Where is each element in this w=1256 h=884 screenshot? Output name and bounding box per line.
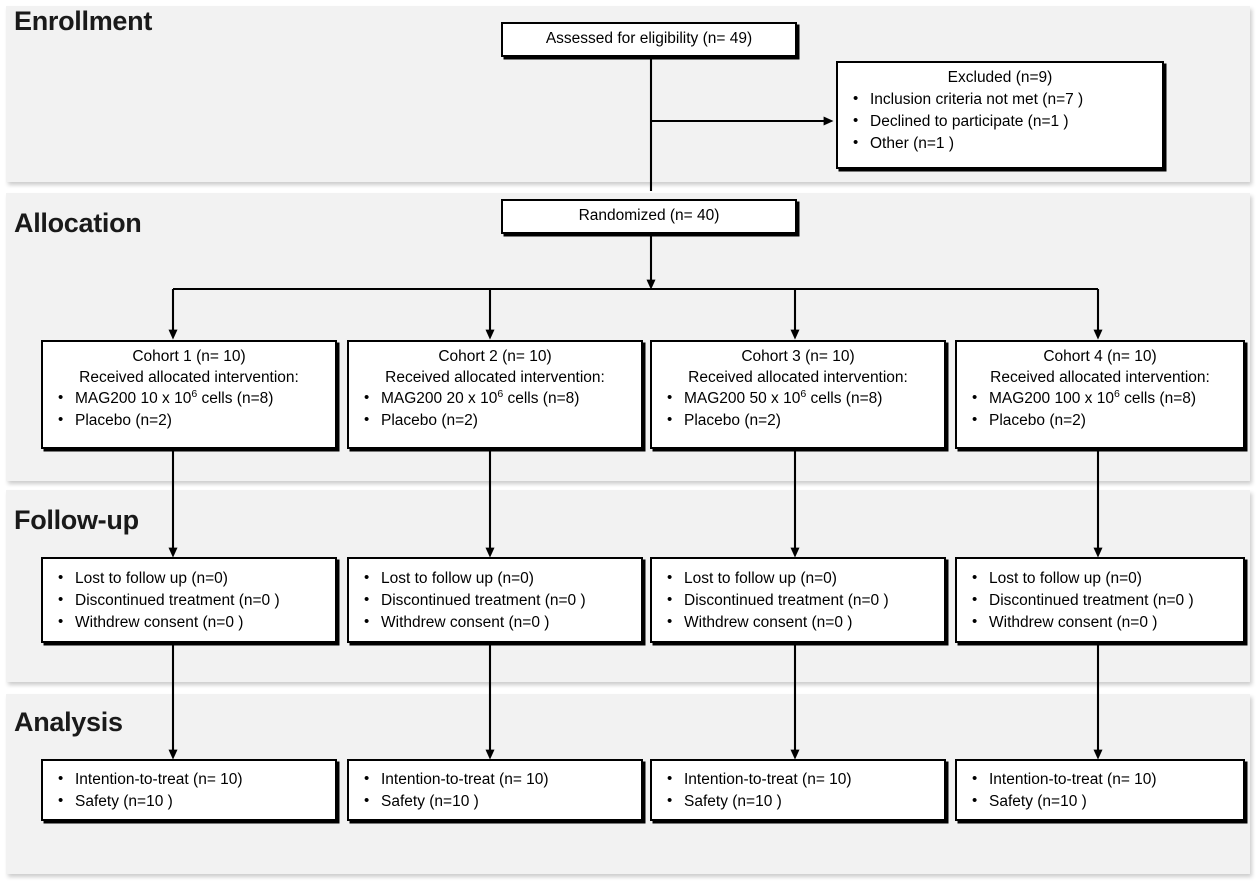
list-item-dose: MAG200 50 x 106 cells (n=8) (660, 387, 936, 410)
followup-list: Lost to follow up (n=0) Discontinued tre… (51, 567, 280, 634)
list-item: Withdrew consent (n=0 ) (51, 611, 280, 634)
dose-exponent: 6 (800, 388, 807, 401)
box-cohort-1: Cohort 1 (n= 10) Received allocated inte… (41, 340, 337, 449)
cohort-list: MAG200 50 x 106 cells (n=8) Placebo (n=2… (660, 387, 936, 432)
assessed-text: Assessed for eligibility (n= 49) (545, 30, 753, 48)
stage-label-analysis: Analysis (14, 707, 123, 737)
box-followup-2: Lost to follow up (n=0) Discontinued tre… (347, 557, 643, 643)
dose-prefix: MAG200 100 x 10 (989, 390, 1114, 408)
box-analysis-3: Intention-to-treat (n= 10) Safety (n=10 … (650, 759, 946, 821)
list-item: Withdrew consent (n=0 ) (965, 611, 1194, 634)
dose-exponent: 6 (1113, 388, 1120, 401)
list-item-dose: MAG200 10 x 106 cells (n=8) (51, 387, 327, 410)
box-analysis-1: Intention-to-treat (n= 10) Safety (n=10 … (41, 759, 337, 821)
analysis-list: Intention-to-treat (n= 10) Safety (n=10 … (660, 768, 852, 813)
excluded-heading: Excluded (n=9) (947, 69, 1053, 86)
followup-list: Lost to follow up (n=0) Discontinued tre… (965, 567, 1194, 634)
list-item: Discontinued treatment (n=0 ) (660, 589, 889, 612)
excluded-list: Inclusion criteria not met (n=7 ) Declin… (846, 88, 1154, 155)
cohort-list: MAG200 100 x 106 cells (n=8) Placebo (n=… (965, 387, 1235, 432)
list-item-placebo: Placebo (n=2) (965, 409, 1235, 432)
list-item: Lost to follow up (n=0) (357, 567, 586, 590)
list-item: Inclusion criteria not met (n=7 ) (846, 88, 1154, 111)
cohort-subtitle: Received allocated intervention: (990, 368, 1210, 386)
list-item: Lost to follow up (n=0) (660, 567, 889, 590)
followup-list: Lost to follow up (n=0) Discontinued tre… (357, 567, 586, 634)
cohort-subtitle: Received allocated intervention: (688, 368, 908, 386)
list-item-placebo: Placebo (n=2) (357, 409, 633, 432)
box-excluded: Excluded (n=9) Inclusion criteria not me… (836, 61, 1164, 169)
box-followup-4: Lost to follow up (n=0) Discontinued tre… (955, 557, 1245, 643)
list-item: Intention-to-treat (n= 10) (357, 768, 549, 791)
list-item-placebo: Placebo (n=2) (51, 409, 327, 432)
list-item: Discontinued treatment (n=0 ) (965, 589, 1194, 612)
list-item: Intention-to-treat (n= 10) (51, 768, 243, 791)
list-item: Declined to participate (n=1 ) (846, 110, 1154, 133)
dose-suffix: cells (n=8) (197, 390, 274, 408)
dose-suffix: cells (n=8) (806, 390, 883, 408)
randomized-text: Randomized (n= 40) (578, 207, 720, 225)
box-analysis-4: Intention-to-treat (n= 10) Safety (n=10 … (955, 759, 1245, 821)
analysis-list: Intention-to-treat (n= 10) Safety (n=10 … (357, 768, 549, 813)
cohort-title: Cohort 2 (n= 10) (438, 348, 552, 365)
cohort-list: MAG200 10 x 106 cells (n=8) Placebo (n=2… (51, 387, 327, 432)
list-item: Withdrew consent (n=0 ) (357, 611, 586, 634)
cohort-list: MAG200 20 x 106 cells (n=8) Placebo (n=2… (357, 387, 633, 432)
followup-list: Lost to follow up (n=0) Discontinued tre… (660, 567, 889, 634)
list-item: Safety (n=10 ) (51, 790, 243, 813)
dose-prefix: MAG200 10 x 10 (75, 390, 192, 408)
cohort-title: Cohort 1 (n= 10) (132, 348, 246, 365)
list-item: Withdrew consent (n=0 ) (660, 611, 889, 634)
box-followup-1: Lost to follow up (n=0) Discontinued tre… (41, 557, 337, 643)
dose-exponent: 6 (191, 388, 198, 401)
list-item: Safety (n=10 ) (965, 790, 1157, 813)
stage-label-followup: Follow-up (14, 505, 139, 535)
dose-suffix: cells (n=8) (1119, 390, 1197, 408)
box-cohort-3: Cohort 3 (n= 10) Received allocated inte… (650, 340, 946, 449)
cohort-subtitle: Received allocated intervention: (79, 368, 299, 386)
list-item: Lost to follow up (n=0) (51, 567, 280, 590)
box-randomized: Randomized (n= 40) (501, 199, 797, 234)
stage-label-enrollment: Enrollment (14, 6, 153, 36)
list-item: Lost to follow up (n=0) (965, 567, 1194, 590)
box-cohort-4: Cohort 4 (n= 10) Received allocated inte… (955, 340, 1245, 449)
stage-label-allocation: Allocation (14, 208, 142, 238)
list-item: Intention-to-treat (n= 10) (660, 768, 852, 791)
list-item: Other (n=1 ) (846, 132, 1154, 155)
list-item: Discontinued treatment (n=0 ) (357, 589, 586, 612)
analysis-list: Intention-to-treat (n= 10) Safety (n=10 … (51, 768, 243, 813)
box-followup-3: Lost to follow up (n=0) Discontinued tre… (650, 557, 946, 643)
list-item: Discontinued treatment (n=0 ) (51, 589, 280, 612)
list-item: Safety (n=10 ) (357, 790, 549, 813)
box-assessed-for-eligibility: Assessed for eligibility (n= 49) (501, 22, 797, 57)
list-item: Safety (n=10 ) (660, 790, 852, 813)
list-item-placebo: Placebo (n=2) (660, 409, 936, 432)
list-item-dose: MAG200 100 x 106 cells (n=8) (965, 387, 1235, 410)
dose-suffix: cells (n=8) (503, 390, 580, 408)
box-cohort-2: Cohort 2 (n= 10) Received allocated inte… (347, 340, 643, 449)
dose-exponent: 6 (497, 388, 504, 401)
dose-prefix: MAG200 20 x 10 (381, 390, 498, 408)
list-item: Intention-to-treat (n= 10) (965, 768, 1157, 791)
cohort-title: Cohort 3 (n= 10) (741, 348, 855, 365)
dose-prefix: MAG200 50 x 10 (684, 390, 801, 408)
box-analysis-2: Intention-to-treat (n= 10) Safety (n=10 … (347, 759, 643, 821)
cohort-subtitle: Received allocated intervention: (385, 368, 605, 386)
list-item-dose: MAG200 20 x 106 cells (n=8) (357, 387, 633, 410)
analysis-list: Intention-to-treat (n= 10) Safety (n=10 … (965, 768, 1157, 813)
cohort-title: Cohort 4 (n= 10) (1043, 348, 1157, 365)
